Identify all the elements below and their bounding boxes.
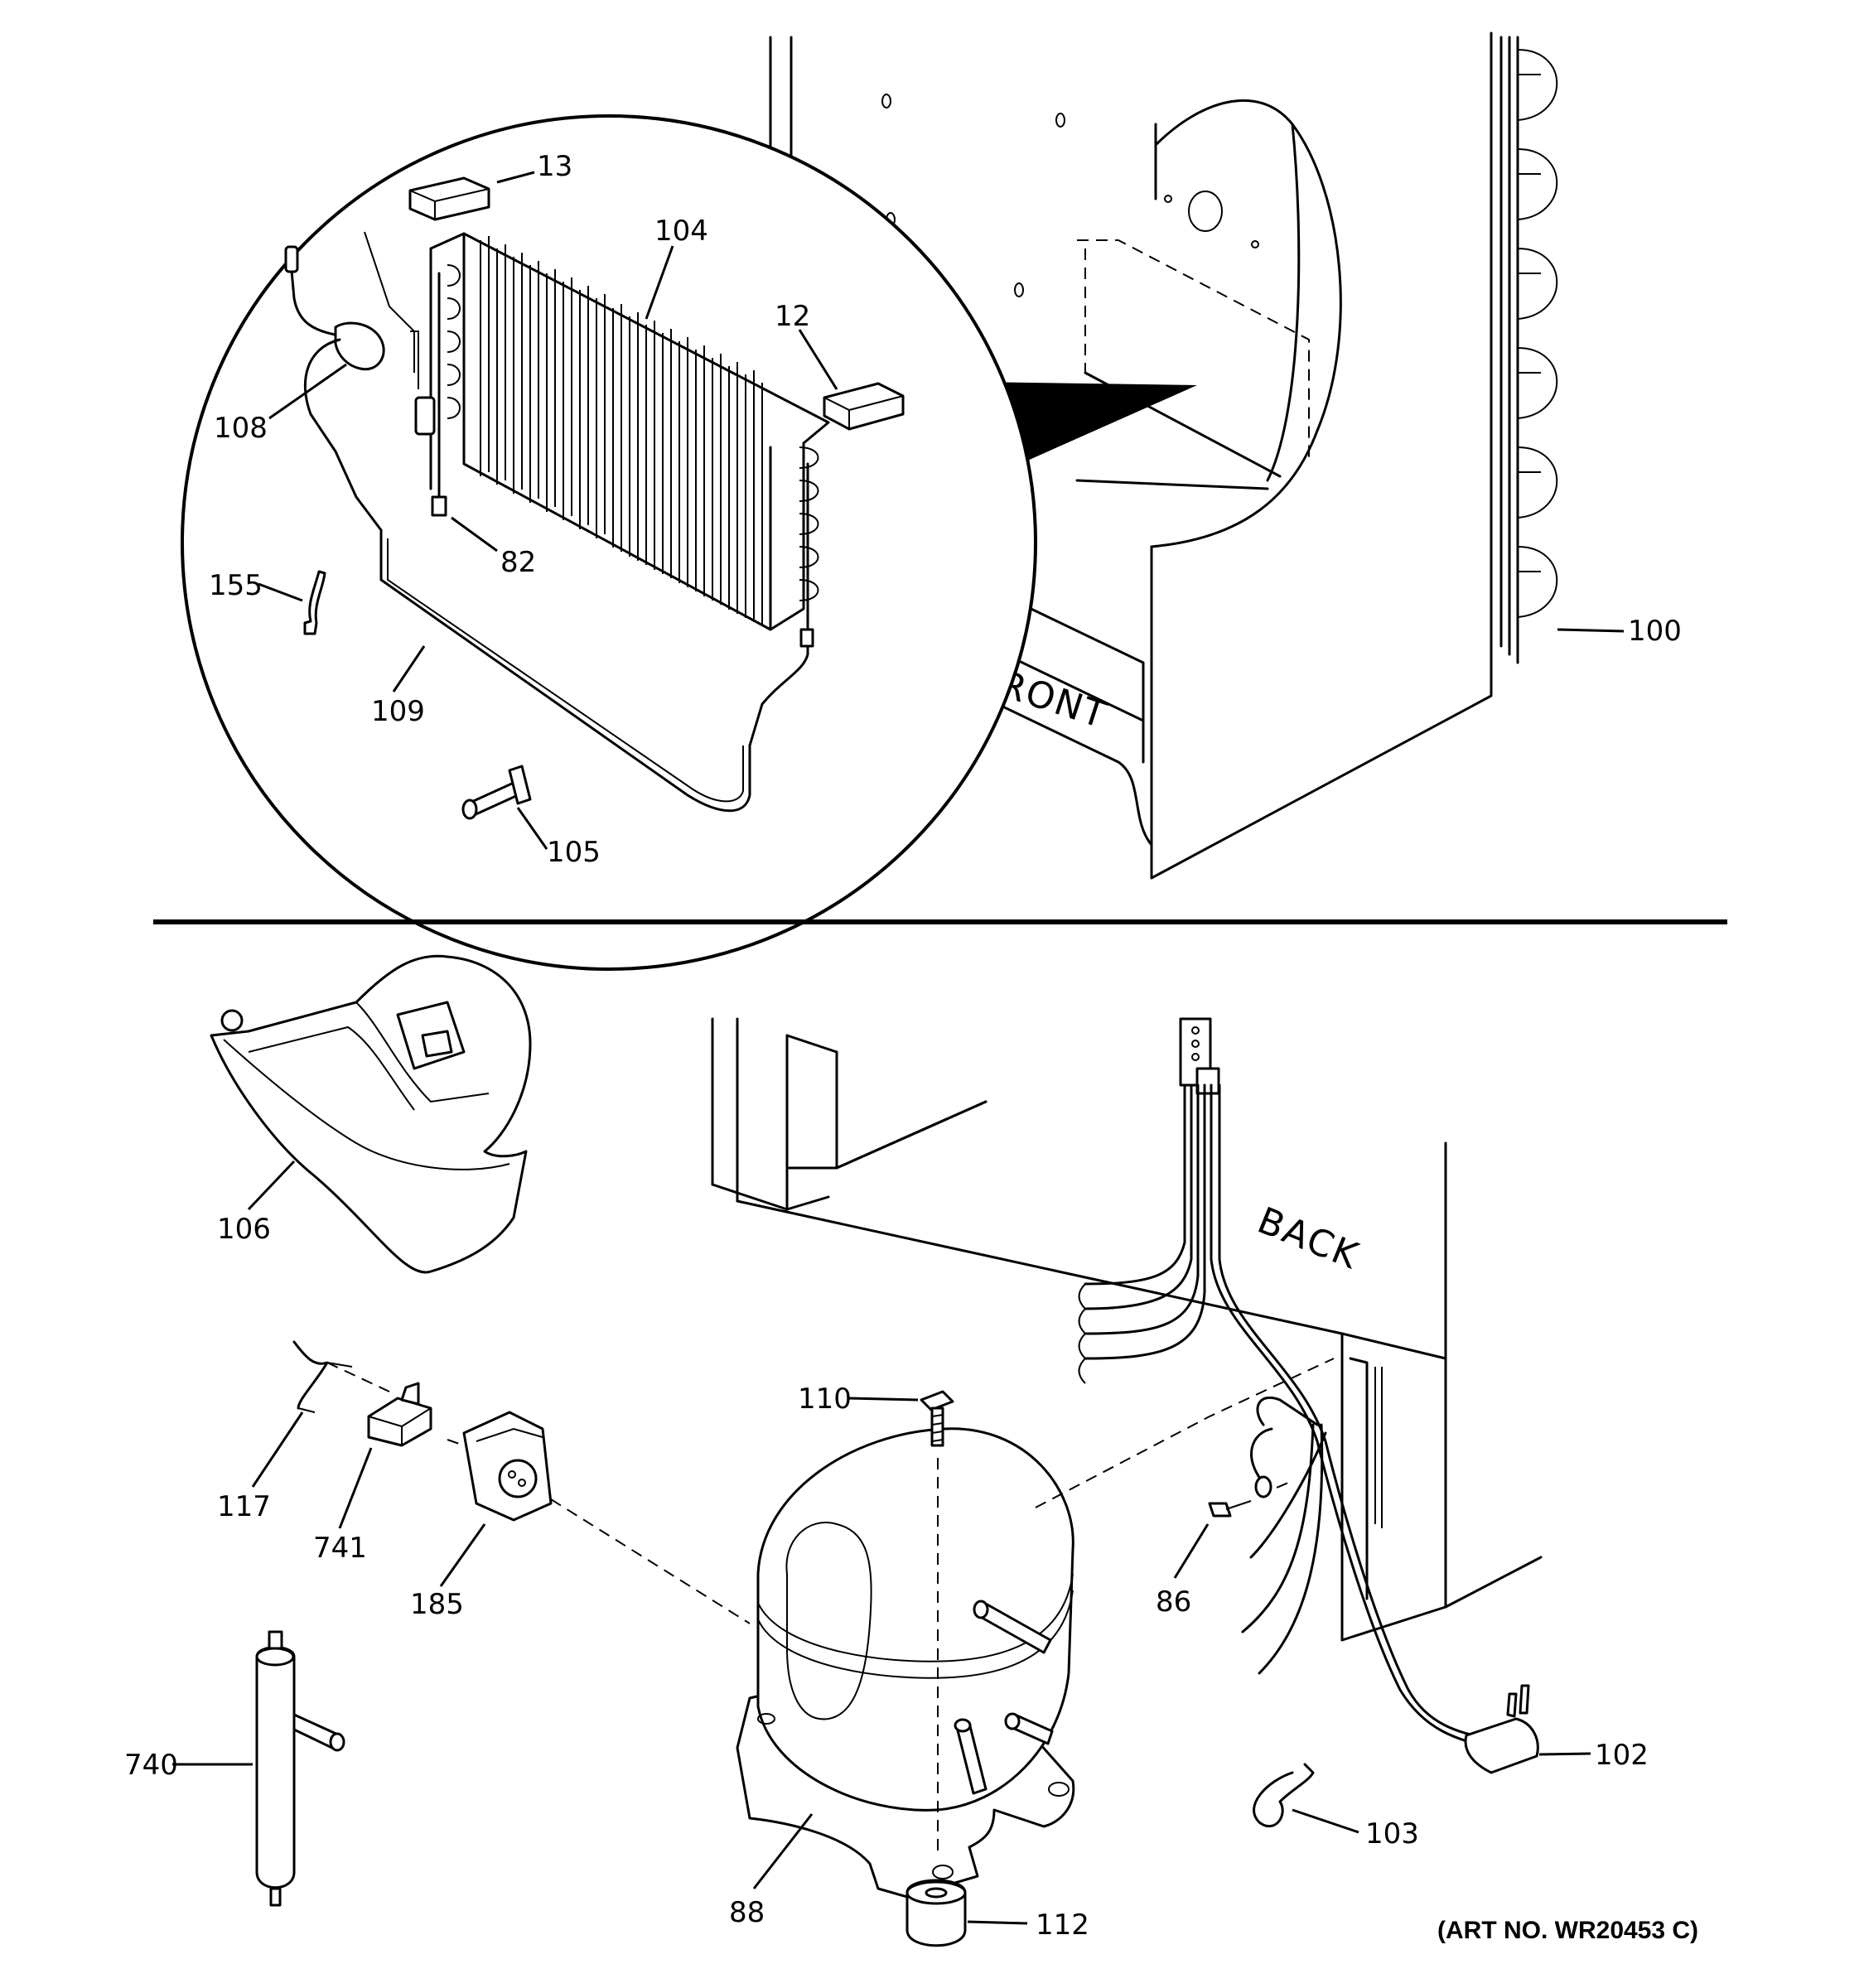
part-108-thermostat — [284, 231, 419, 532]
part-88-compressor — [736, 1427, 1075, 1899]
callout-12: 12 — [775, 300, 810, 333]
part-12-block — [823, 382, 905, 431]
callout-106: 106 — [217, 1213, 271, 1246]
callout-740: 740 — [124, 1749, 178, 1782]
callout-103: 103 — [1365, 1817, 1419, 1850]
callout-105: 105 — [547, 836, 601, 869]
callout-155: 155 — [209, 569, 263, 602]
callout-741: 741 — [313, 1532, 367, 1565]
part-109-harness — [379, 528, 814, 813]
callout-82: 82 — [500, 546, 536, 579]
callout-100: 100 — [1628, 615, 1682, 648]
evaporator-fins — [414, 232, 830, 631]
part-117-cover — [292, 1340, 353, 1413]
part-103-clamp — [1253, 1763, 1315, 1828]
part-741-overload — [367, 1382, 432, 1447]
part-110-bolt — [920, 1390, 954, 1855]
callout-13: 13 — [537, 150, 572, 183]
callout-110: 110 — [798, 1382, 852, 1416]
part-13-block — [408, 176, 490, 221]
callout-102: 102 — [1595, 1739, 1649, 1772]
cabinet-bottom — [711, 1017, 1543, 1642]
callout-86: 86 — [1156, 1585, 1191, 1619]
art-number: (ART NO. WR20453 C) — [1437, 1917, 1698, 1944]
back-label: BACK — [1252, 1199, 1365, 1278]
part-105-plug — [461, 765, 532, 820]
leader-lines — [172, 171, 1625, 1925]
part-185-relay — [447, 1411, 553, 1522]
callout-88: 88 — [729, 1896, 765, 1929]
part-86-screw — [1208, 1427, 1289, 1518]
callout-108: 108 — [214, 412, 268, 445]
part-112-grommet — [905, 1879, 967, 1947]
part-155-clip — [303, 570, 326, 635]
part-740-drier — [255, 1630, 345, 1907]
callout-104: 104 — [654, 215, 708, 248]
callout-185: 185 — [410, 1588, 464, 1621]
callout-labels: 13 104 12 108 82 155 109 105 100 106 117… — [124, 150, 1682, 1942]
callout-117: 117 — [217, 1490, 271, 1523]
evaporator-detail — [181, 114, 1037, 971]
callout-112: 112 — [1036, 1908, 1089, 1942]
callout-109: 109 — [371, 695, 425, 728]
condenser-coil — [1490, 36, 1558, 664]
part-102-power-cord — [1078, 1017, 1539, 1774]
part-106-drain-pan — [210, 954, 532, 1274]
